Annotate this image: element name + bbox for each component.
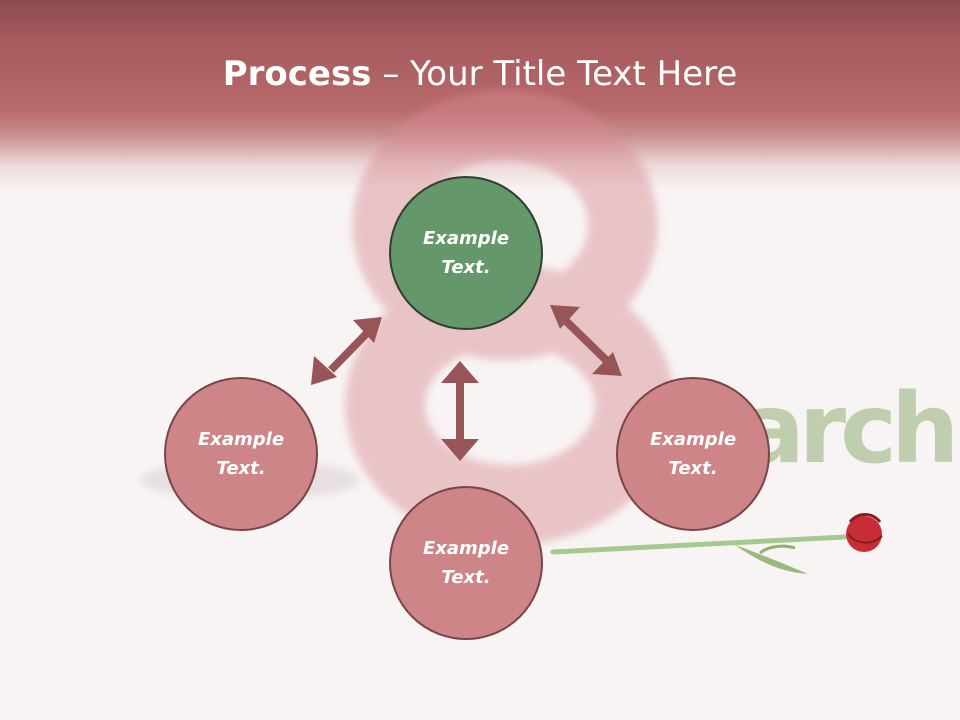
arrow-top-left bbox=[311, 317, 382, 385]
title-bold: Process bbox=[222, 54, 372, 94]
arrow-vertical bbox=[441, 361, 479, 461]
node-right-label: Example Text. bbox=[649, 429, 737, 479]
grass-word-decoration: arch bbox=[740, 373, 953, 485]
node-right[interactable]: Example Text. bbox=[616, 377, 770, 531]
rose-icon bbox=[550, 513, 883, 574]
title-rest: – Your Title Text Here bbox=[371, 54, 738, 94]
arrow-top-right bbox=[550, 305, 622, 376]
node-left-label: Example Text. bbox=[197, 429, 285, 479]
node-bottom[interactable]: Example Text. bbox=[389, 486, 543, 640]
node-top[interactable]: Example Text. bbox=[389, 176, 543, 330]
node-bottom-label: Example Text. bbox=[422, 538, 510, 588]
node-top-label: Example Text. bbox=[422, 228, 510, 278]
node-left[interactable]: Example Text. bbox=[164, 377, 318, 531]
slide-title: Process – Your Title Text Here bbox=[0, 52, 960, 96]
